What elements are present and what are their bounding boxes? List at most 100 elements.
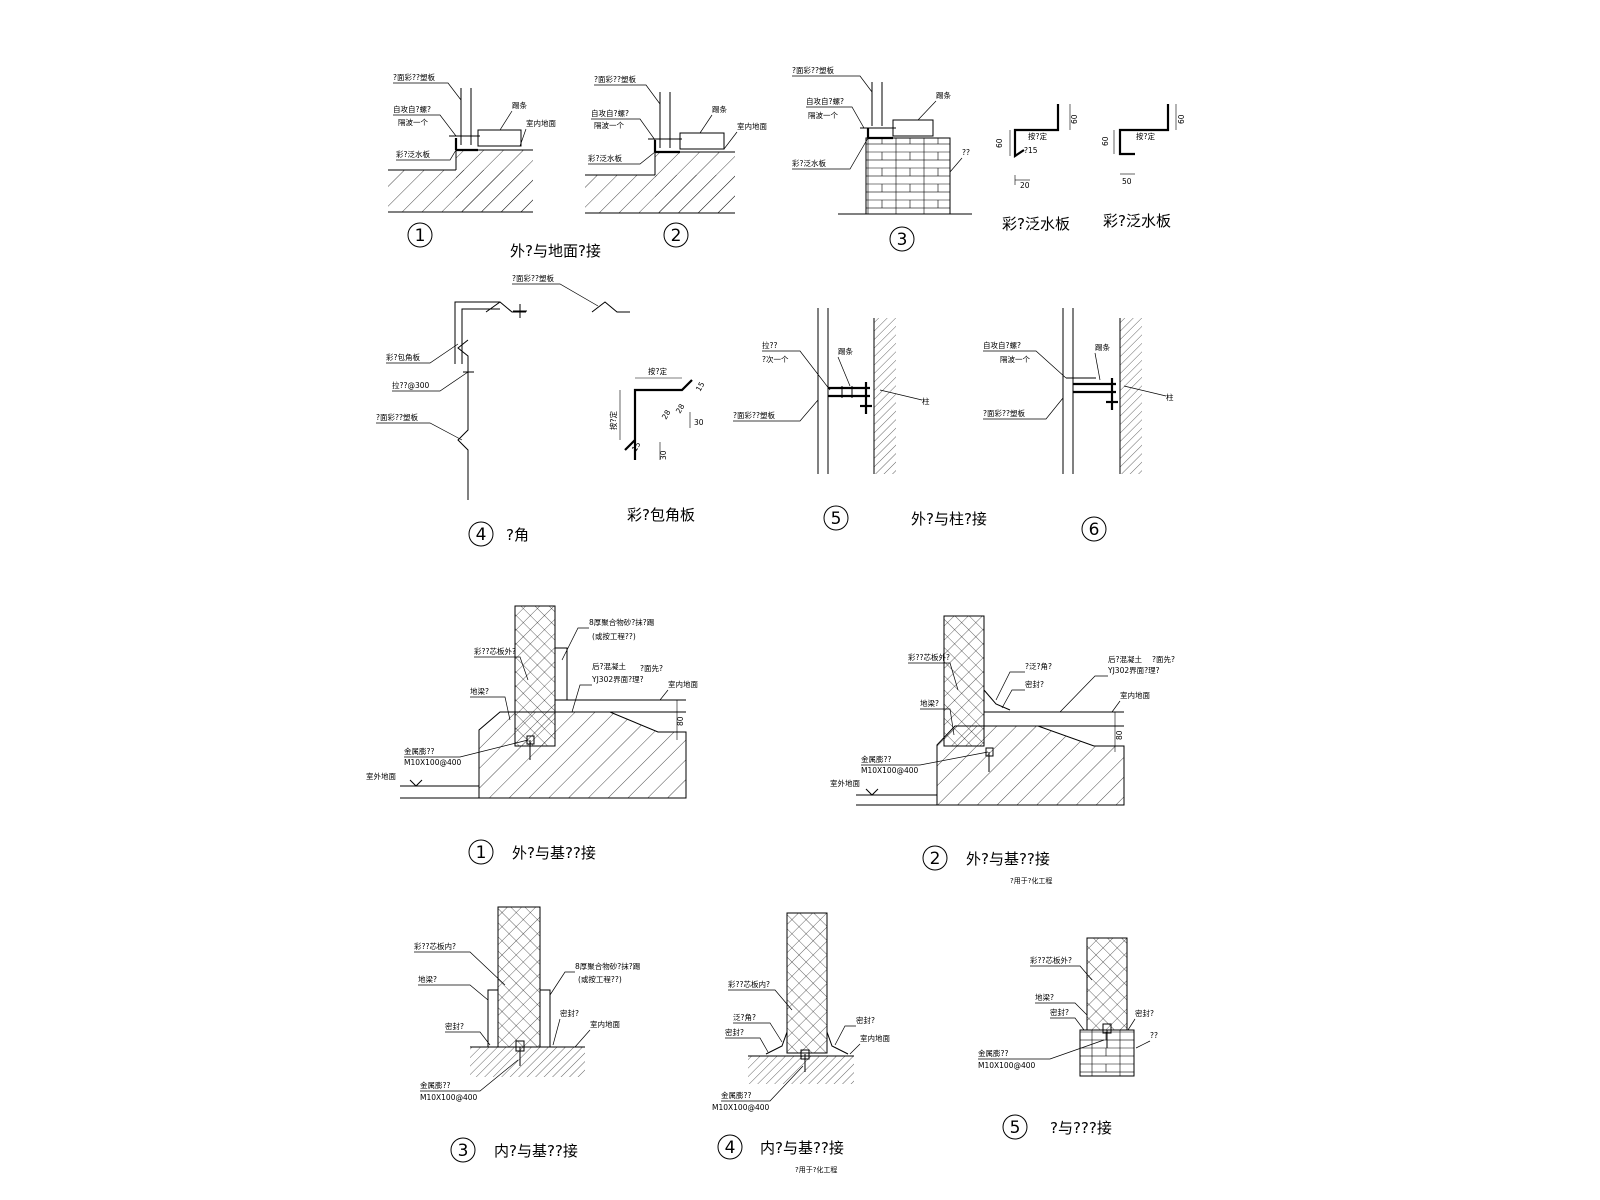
- b2-label-concrete: 后?混凝土: [1108, 654, 1142, 664]
- b3-label-sealant-right: 密封?: [560, 1008, 579, 1018]
- b1-label-anchor-spec: M10X100@400: [404, 758, 462, 767]
- flash1-dim-lip: ?15: [1024, 146, 1038, 155]
- d5-number: 5: [831, 509, 842, 529]
- d2-label-indoor-floor: 室内地面: [737, 121, 767, 131]
- d1-number: 1: [415, 226, 426, 246]
- detail-2-wall-floor: ?面彩??塑板 自攻自?螺? 隔波一个 踢条 室内地面 彩?泛水板 2: [585, 74, 767, 248]
- b2-label-outdoor-floor: 室外地面: [830, 778, 860, 788]
- d1-label-panel: ?面彩??塑板: [393, 72, 435, 82]
- d1-label-screw: 自攻自?螺?: [393, 104, 431, 114]
- b1-label-concrete: 后?混凝土: [592, 661, 626, 671]
- detail-1-wall-floor: ?面彩??塑板 自攻自?螺? 隔波一个 踢条 室内地面 彩?泛水板 1: [388, 72, 556, 248]
- flash1-dim-height: 60: [995, 138, 1004, 148]
- corner-trim-profile: 按?定 按?定 28 28 30 30 15 15 彩?包角板: [608, 366, 707, 524]
- b5-caption: ?与???接: [1050, 1119, 1112, 1137]
- b3-label-sealant-left: 密封?: [445, 1021, 464, 1031]
- corner-dim-height: 按?定: [608, 411, 618, 430]
- corner-dim-28a: 28: [660, 408, 673, 421]
- foundation-detail-1: 彩??芯板外? 8厚聚合物砂?抹?踢 (或按工程??) 后?混凝土 ?面先? Y…: [366, 605, 698, 865]
- b4-number: 4: [725, 1138, 736, 1158]
- d6-label-column: 柱: [1166, 392, 1174, 402]
- b2-label-angle: ?泛?角?: [1025, 661, 1052, 671]
- flashing-profile-2: 60 60 50 按?定 彩?泛水板: [1101, 104, 1186, 230]
- d6-label-gap: 隔波一个: [1000, 354, 1030, 364]
- d4-number: 4: [476, 525, 487, 545]
- b1-label-interface: YJ302界面?理?: [591, 675, 644, 684]
- b4-caption: 内?与基??接: [760, 1139, 844, 1157]
- b2-label-indoor-floor: 室内地面: [1120, 690, 1150, 700]
- foundation-detail-4: 彩??芯板内? 泛?角? 密封? 密封? 室内地面 金属膨?? M10X100@…: [712, 912, 890, 1174]
- flash1-caption: 彩?泛水板: [1002, 215, 1070, 233]
- d2-label-panel: ?面彩??塑板: [594, 74, 636, 84]
- b5-number: 5: [1010, 1118, 1021, 1138]
- b1-label-beam: 地梁?: [470, 686, 489, 696]
- b4-label-anchor: 金属膨??: [721, 1090, 751, 1100]
- b5-label-brick: ??: [1150, 1031, 1158, 1040]
- b2-label-first: ?面先?: [1152, 654, 1175, 664]
- d1-label-gap: 隔波一个: [398, 117, 428, 127]
- b1-caption: 外?与基??接: [512, 844, 596, 862]
- b4-label-panel: 彩??芯板内?: [728, 979, 770, 989]
- d6-label-panel: ?面彩??塑板: [983, 408, 1025, 418]
- b3-label-beam: 地梁?: [418, 974, 437, 984]
- b3-label-mortar-note: (或按工程??): [578, 974, 622, 984]
- d6-number: 6: [1089, 520, 1100, 540]
- b3-label-mortar: 8厚聚合物砂?抹?踢: [575, 961, 641, 971]
- b3-label-anchor: 金属膨??: [420, 1080, 450, 1090]
- foundation-detail-5: 彩??芯板外? 地梁? 密封? 密封? ?? 金属膨?? M10X100@400…: [978, 937, 1158, 1140]
- d4-label-corner-trim: 彩?包角板: [386, 352, 420, 362]
- b4-label-sealant-right: 密封?: [856, 1015, 875, 1025]
- d4-label-panel-top: ?面彩??塑板: [512, 273, 554, 283]
- b1-label-anchor: 金属膨??: [404, 746, 434, 756]
- foundation-detail-2: 彩??芯板外? ?泛?角? 密封? 后?混凝土 ?面先? YJ302界面?理? …: [830, 615, 1175, 885]
- d3-label-brick: ??: [962, 148, 970, 157]
- b1-label-first: ?面先?: [640, 663, 663, 673]
- d5-label-panel: ?面彩??塑板: [733, 410, 775, 420]
- d3-number: 3: [897, 230, 908, 250]
- d3-label-screw: 自攻自?螺?: [806, 96, 844, 106]
- detail-6-wall-column: 自攻自?螺? 隔波一个 踢条 ?面彩??塑板 柱 6: [983, 308, 1174, 542]
- foundation-detail-3: 彩??芯板内? 地梁? 8厚聚合物砂?抹?踢 (或按工程??) 密封? 密封? …: [414, 906, 641, 1163]
- b1-label-indoor-floor: 室内地面: [668, 679, 698, 689]
- b5-label-sealant-left: 密封?: [1050, 1007, 1069, 1017]
- corner-dim-15-bottom: 15: [630, 440, 643, 453]
- b4-label-anchor-spec: M10X100@400: [712, 1103, 770, 1112]
- b2-label-anchor: 金属膨??: [861, 754, 891, 764]
- b1-number: 1: [476, 843, 487, 863]
- flashing-profile-1: 60 60 20 ?15 按?定 彩?泛水板: [995, 104, 1079, 233]
- detail-5-wall-column: 拉?? ?次一个 踢条 ?面彩??塑板 柱 5: [733, 308, 930, 531]
- d6-label-skirting: 踢条: [1095, 342, 1111, 352]
- flash2-dim-span: 按?定: [1136, 131, 1155, 141]
- d4-label-rivet: 拉??@300: [392, 380, 430, 390]
- b1-label-panel: 彩??芯板外?: [474, 646, 516, 656]
- b3-number: 3: [458, 1141, 469, 1161]
- b2-label-sealant: 密封?: [1025, 679, 1044, 689]
- b4-subcaption: ?用于?化工程: [795, 1165, 837, 1174]
- corner-dim-30-right: 30: [694, 418, 704, 427]
- d2-number: 2: [671, 226, 682, 246]
- b5-label-anchor: 金属膨??: [978, 1048, 1008, 1058]
- flash2-dim-width: 50: [1122, 177, 1132, 186]
- flash1-dim-width: 20: [1020, 181, 1030, 190]
- b3-label-panel: 彩??芯板内?: [414, 941, 456, 951]
- d1-label-flashing: 彩?泛水板: [396, 149, 430, 159]
- d2-label-skirting: 踢条: [712, 104, 727, 114]
- flash2-dim-top: 60: [1177, 114, 1186, 124]
- d5-label-gap: ?次一个: [762, 354, 789, 364]
- b4-label-indoor-floor: 室内地面: [860, 1033, 890, 1043]
- b1-dim-80: 80: [676, 716, 685, 726]
- b3-label-indoor-floor: 室内地面: [590, 1019, 620, 1029]
- detail-3-wall-brick: ?面彩??塑板 自攻自?螺? 隔波一个 踢条 彩?泛水板 ?? 3: [792, 65, 972, 252]
- d4-label-panel-left: ?面彩??塑板: [376, 412, 418, 422]
- row1-caption: 外?与地面?接: [510, 242, 601, 260]
- b4-label-sealant-left: 密封?: [725, 1027, 744, 1037]
- b2-caption: 外?与基??接: [966, 850, 1050, 868]
- d2-label-flashing: 彩?泛水板: [588, 153, 622, 163]
- d3-label-skirting: 踢条: [936, 90, 951, 100]
- d5-label-column: 柱: [922, 396, 930, 406]
- d4-caption: ?角: [506, 526, 529, 544]
- d5-label-skirting: 踢条: [838, 346, 853, 356]
- d1-label-indoor-floor: 室内地面: [526, 118, 556, 128]
- b3-caption: 内?与基??接: [494, 1142, 578, 1160]
